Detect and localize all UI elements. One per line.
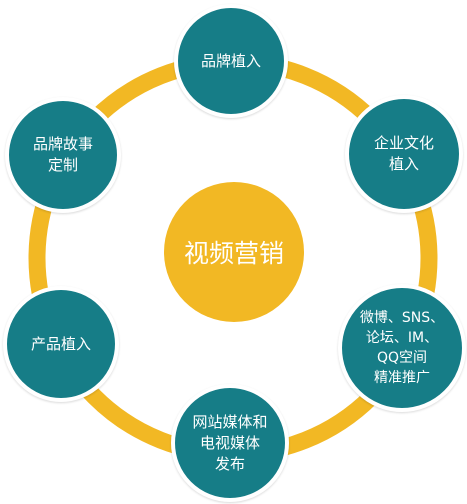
center-label: 视频营销 <box>183 239 284 268</box>
node-label-brand-story-custom: 品牌故事 定制 <box>32 135 93 174</box>
node-web-tv-media-release: 网站媒体和 电视媒体 发布 <box>171 384 289 502</box>
node-social-precision-promotion: 微博、SNS、 论坛、IM、 QQ空间 精准推广 <box>338 284 466 412</box>
center-node-video-marketing: 视频营销 <box>164 182 304 322</box>
node-brand-story-custom: 品牌故事 定制 <box>5 97 121 213</box>
node-label-brand-placement: 品牌植入 <box>200 51 261 70</box>
node-corporate-culture-placement: 企业文化 植入 <box>345 95 463 213</box>
node-label-social-precision-promotion: 微博、SNS、 论坛、IM、 QQ空间 精准推广 <box>359 310 445 386</box>
node-label-corporate-culture-placement: 企业文化 植入 <box>373 134 434 173</box>
node-label-web-tv-media-release: 网站媒体和 电视媒体 发布 <box>192 412 268 473</box>
node-label-product-placement: 产品植入 <box>30 334 91 353</box>
node-brand-placement: 品牌植入 <box>174 4 288 118</box>
node-product-placement: 产品植入 <box>3 286 119 402</box>
